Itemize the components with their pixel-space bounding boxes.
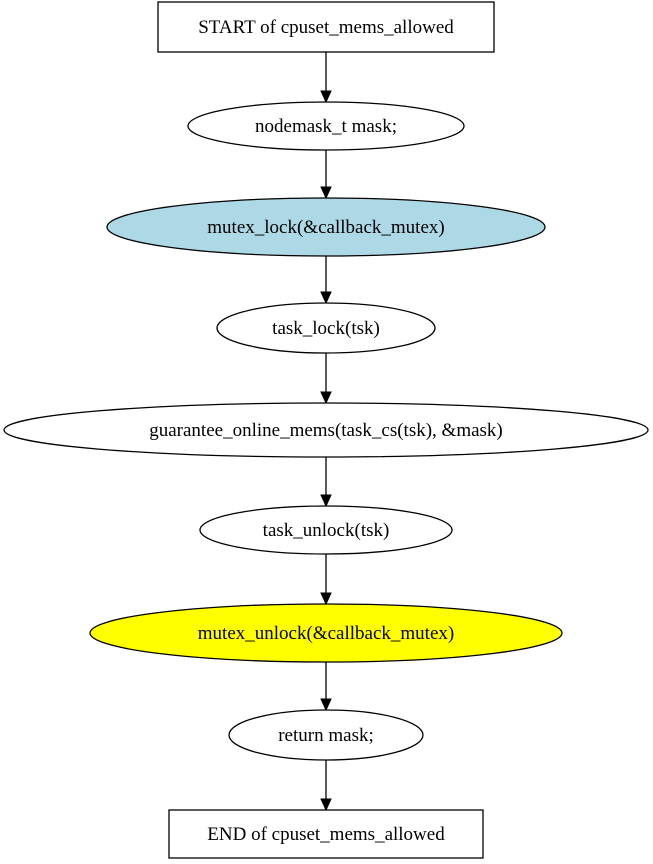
edge-n5-n6 bbox=[320, 554, 332, 606]
node-ellipse bbox=[228, 709, 424, 761]
node-label: nodemask_t mask; bbox=[255, 116, 397, 137]
node-label: mutex_unlock(&callback_mutex) bbox=[198, 623, 454, 644]
node-n3: task_lock(tsk) bbox=[216, 302, 436, 354]
node-n5: task_unlock(tsk) bbox=[199, 505, 453, 555]
node-n1: nodemask_t mask; bbox=[187, 101, 465, 151]
edge-n2-n3 bbox=[320, 256, 332, 305]
node-label: mutex_lock(&callback_mutex) bbox=[207, 217, 444, 238]
edge-start-n1 bbox=[320, 52, 332, 104]
edge-n7-end bbox=[320, 760, 332, 812]
node-label: task_lock(tsk) bbox=[272, 318, 380, 339]
arrowhead-icon bbox=[320, 90, 332, 104]
edge-n6-n7 bbox=[320, 662, 332, 712]
arrowhead-icon bbox=[320, 698, 332, 712]
node-n7: return mask; bbox=[228, 709, 424, 761]
node-n4: guarantee_online_mems(task_cs(tsk), &mas… bbox=[3, 402, 649, 458]
node-ellipse bbox=[3, 402, 649, 458]
arrowhead-icon bbox=[320, 391, 332, 405]
node-label: END of cpuset_mems_allowed bbox=[207, 824, 445, 845]
node-ellipse bbox=[216, 302, 436, 354]
node-label: return mask; bbox=[278, 725, 374, 746]
node-ellipse bbox=[106, 197, 546, 257]
node-label: task_unlock(tsk) bbox=[263, 520, 390, 541]
arrowhead-icon bbox=[320, 798, 332, 812]
edges-layer bbox=[320, 52, 332, 812]
edge-n1-n2 bbox=[320, 150, 332, 200]
node-end: END of cpuset_mems_allowed bbox=[168, 809, 484, 859]
node-label: guarantee_online_mems(task_cs(tsk), &mas… bbox=[149, 420, 503, 441]
node-box bbox=[157, 1, 495, 53]
node-label: START of cpuset_mems_allowed bbox=[198, 17, 454, 38]
node-ellipse bbox=[187, 101, 465, 151]
arrowhead-icon bbox=[320, 291, 332, 305]
arrowhead-icon bbox=[320, 494, 332, 508]
arrowhead-icon bbox=[320, 186, 332, 200]
edge-n4-n5 bbox=[320, 457, 332, 508]
node-n6: mutex_unlock(&callback_mutex) bbox=[89, 603, 563, 663]
node-ellipse bbox=[199, 505, 453, 555]
node-start: START of cpuset_mems_allowed bbox=[157, 1, 495, 53]
node-ellipse bbox=[89, 603, 563, 663]
node-box bbox=[168, 809, 484, 859]
edge-n3-n4 bbox=[320, 353, 332, 405]
nodes-layer: START of cpuset_mems_allowed nodemask_t m… bbox=[3, 1, 649, 859]
arrowhead-icon bbox=[320, 592, 332, 606]
node-n2: mutex_lock(&callback_mutex) bbox=[106, 197, 546, 257]
